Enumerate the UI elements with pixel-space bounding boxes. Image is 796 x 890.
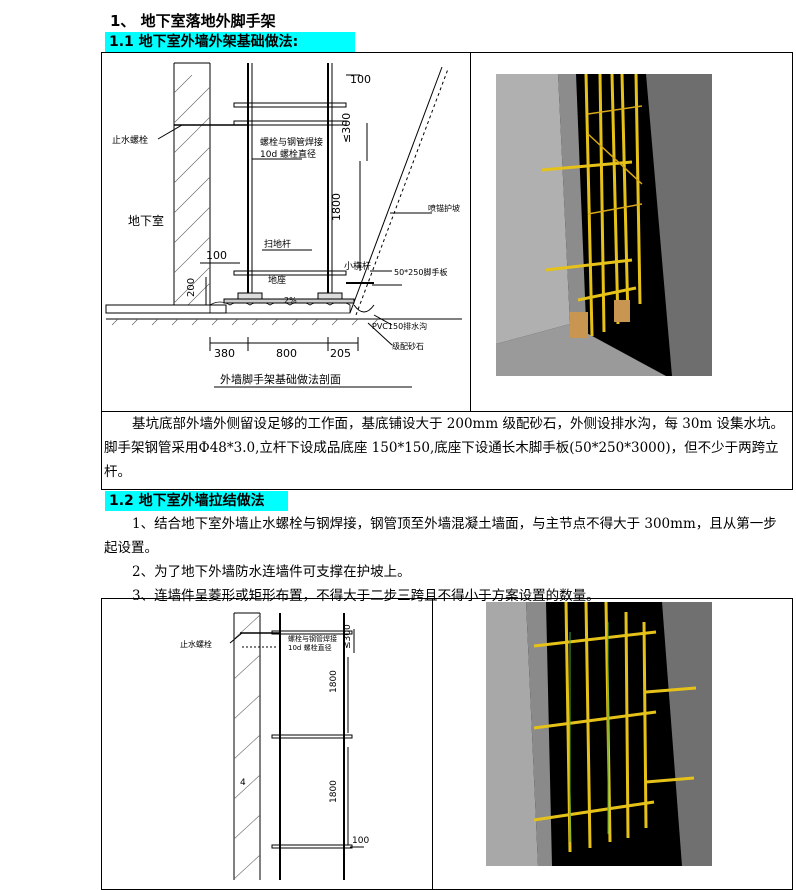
table-divider-h [102, 411, 792, 412]
label-pvc: PVC150排水沟 [372, 321, 427, 331]
tie-item-2: 2、为了地下外墙防水连墙件可支撑在护坡上。 [132, 564, 411, 580]
section-1-2-title: 1.2 地下室外墙拉结做法 [105, 491, 288, 511]
dim-1800-b: 1800 [329, 780, 339, 803]
dim-1800: 1800 [330, 193, 343, 221]
tie-section-drawing: 止水螺栓 螺栓与钢管焊接 10d 螺栓直径 4 ≤300 1800 1800 1… [180, 612, 369, 880]
tie-item-3: 3、连墙件呈菱形或矩形布置，不得大于二步三跨且不得小于方案设置的数量。 [132, 588, 600, 604]
foundation-table [101, 52, 793, 490]
foundation-text: 基坑底部外墙外侧留设足够的工作面，基底铺设大于 200mm 级配砂石，外侧设排水… [104, 416, 785, 480]
label-zhishui-2: 止水螺栓 [180, 639, 212, 649]
dim-800: 800 [276, 347, 297, 360]
label-board: 50*250脚手板 [394, 267, 447, 277]
drawing-caption: 外墙脚手架基础做法剖面 [220, 372, 341, 386]
label-xiaohenggan: 小横杆 [344, 260, 371, 272]
dim-300: ≤300 [340, 113, 353, 143]
label-shashi: 级配砂石 [392, 341, 424, 351]
dim-100-2: 100 [352, 836, 369, 846]
table-divider-v [470, 53, 471, 411]
main-heading: 1、 地下室落地外脚手架 [110, 12, 276, 30]
label-zhishui: 止水螺栓 [112, 134, 148, 146]
tie-table-divider-v [432, 599, 433, 889]
scaffold-render-1 [496, 74, 712, 376]
dim-100-top: 100 [350, 73, 371, 86]
dim-205: 205 [330, 347, 351, 360]
label-weld1-2: 螺栓与钢管焊接 [288, 634, 337, 643]
foundation-section-drawing: 止水螺栓 地下室 螺栓与钢管焊接 10d 螺栓直径 扫地杆 地座 小横杆 50*… [105, 62, 462, 388]
tie-item-1: 1、结合地下室外墙止水螺栓与钢焊接，钢管顶至外墙混凝土墙面，与主节点不得大于 3… [104, 516, 777, 556]
dim-100-left: 100 [206, 249, 227, 262]
label-dizuo: 地座 [268, 274, 286, 286]
label-saodigan: 扫地杆 [264, 238, 291, 250]
label-weld2: 10d 螺栓直径 [260, 148, 316, 160]
scaffold-render-2 [486, 602, 712, 866]
dim-200: 200 [186, 278, 197, 297]
label-weld1: 螺栓与钢管焊接 [260, 136, 323, 148]
dim-380: 380 [214, 347, 235, 360]
section-1-1-title: 1.1 地下室外墙外架基础做法: [105, 32, 355, 52]
dim-300-2: ≤300 [343, 624, 353, 649]
label-mark-4: 4 [240, 778, 246, 788]
dim-1800-a: 1800 [329, 670, 339, 693]
label-slope: 2% [284, 296, 297, 305]
label-dixiashi: 地下室 [128, 213, 164, 228]
label-penmao: 喷锚护坡 [428, 203, 460, 213]
label-weld2-2: 10d 螺栓直径 [288, 643, 332, 652]
